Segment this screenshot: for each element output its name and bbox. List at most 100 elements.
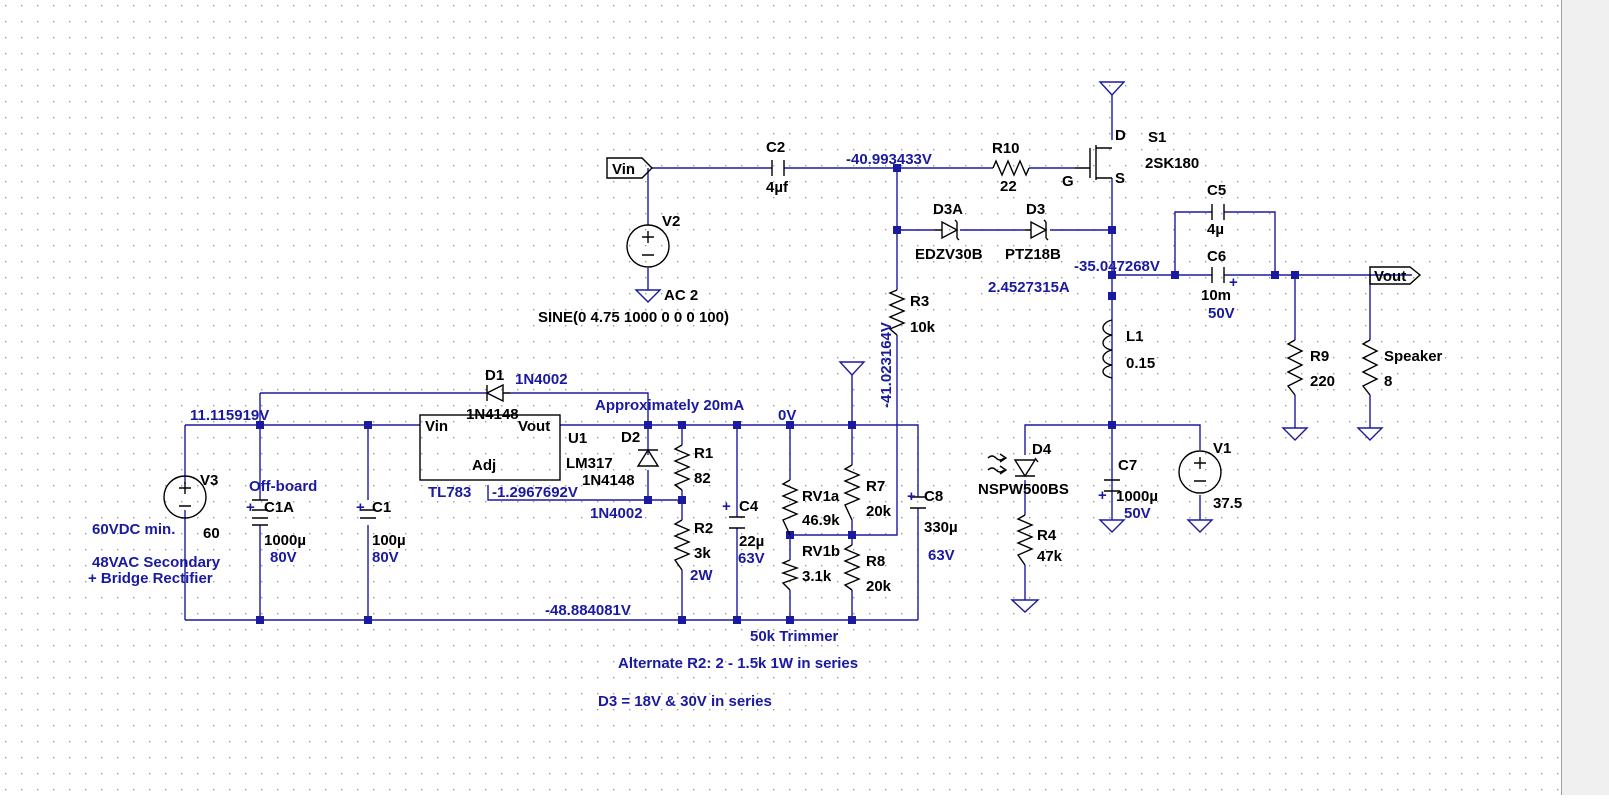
svg-text:37.5: 37.5 (1213, 495, 1242, 512)
svg-text:RV1b: RV1b (802, 543, 840, 560)
resistor-r10[interactable]: R10 22 (992, 140, 1030, 195)
svg-text:S1: S1 (1148, 129, 1166, 146)
probe-labels: -40.993433V -35.047268V 2.4527315A -41.0… (190, 151, 1160, 619)
probe-supply-voltage: 11.115919V (190, 407, 269, 424)
svg-text:22µ: 22µ (739, 533, 764, 550)
svg-text:10m: 10m (1201, 287, 1231, 304)
svg-text:R7: R7 (866, 478, 885, 495)
capacitor-c1[interactable]: + C1 100µ 80V (356, 499, 406, 566)
svg-text:C6: C6 (1207, 248, 1226, 265)
svg-text:Adj: Adj (472, 457, 496, 474)
capacitor-c8[interactable]: + C8 330µ 63V (907, 488, 958, 564)
svg-text:G: G (1062, 173, 1074, 190)
svg-text:Off-board: Off-board (249, 478, 317, 495)
svg-text:50V: 50V (1124, 505, 1151, 522)
window-frame-edge (1561, 0, 1609, 795)
trimmer-rv1b[interactable]: RV1b 3.1k (780, 543, 840, 591)
svg-text:V1: V1 (1213, 440, 1231, 457)
note-trimmer: 50k Trimmer (750, 628, 839, 645)
svg-text:4µf: 4µf (766, 179, 789, 196)
svg-text:R10: R10 (992, 140, 1020, 157)
speaker-load[interactable]: Speaker 8 (1361, 339, 1443, 396)
diode-d1[interactable]: D1 1N4002 1N4148 (466, 367, 568, 423)
svg-text:C4: C4 (739, 498, 759, 515)
svg-text:D3A: D3A (933, 201, 963, 218)
resistor-r3[interactable]: R3 10k (888, 289, 936, 336)
regulator-u1[interactable]: Vin Vout Adj U1 LM317 TL783 (419, 414, 613, 501)
svg-text:46.9k: 46.9k (802, 512, 840, 529)
resistor-r2[interactable]: R2 3k 2W (673, 519, 713, 584)
vout-port[interactable]: Vout (1369, 266, 1422, 285)
probe-gate-voltage: -40.993433V (846, 151, 932, 168)
trimmer-rv1a[interactable]: RV1a 46.9k (781, 479, 840, 536)
capacitor-c6[interactable]: C6 + 10m 50V (1201, 248, 1238, 322)
svg-text:Vin: Vin (612, 161, 635, 178)
svg-text:60VDC min.: 60VDC min. (92, 521, 175, 538)
svg-text:Speaker: Speaker (1384, 348, 1443, 365)
svg-text:Vin: Vin (425, 418, 448, 435)
capacitor-c1a[interactable]: + C1A 1000µ 80V Off-board (246, 478, 317, 566)
source-v1[interactable]: V1 37.5 (1178, 440, 1242, 512)
resistor-r1[interactable]: R1 82 (673, 444, 713, 491)
svg-text:RV1a: RV1a (802, 488, 840, 505)
svg-text:LM317: LM317 (566, 455, 613, 472)
svg-text:1N4148: 1N4148 (582, 472, 635, 489)
svg-text:R9: R9 (1310, 348, 1329, 365)
svg-text:R4: R4 (1037, 527, 1057, 544)
svg-text:L1: L1 (1126, 328, 1144, 345)
svg-text:4µ: 4µ (1207, 221, 1224, 238)
svg-text:100µ: 100µ (372, 532, 406, 549)
source-v2[interactable]: V2 AC 2 SINE(0 4.75 1000 0 0 0 100) (538, 213, 729, 326)
svg-text:V3: V3 (200, 472, 218, 489)
vin-port[interactable]: Vin (606, 157, 653, 179)
svg-text:R3: R3 (910, 293, 929, 310)
probe-adj-voltage: -1.2967692V (492, 484, 578, 501)
svg-text:47k: 47k (1037, 548, 1063, 565)
svg-text:TL783: TL783 (428, 484, 471, 501)
capacitor-c4[interactable]: + C4 22µ 63V (722, 498, 765, 567)
svg-text:3.1k: 3.1k (802, 568, 832, 585)
inductor-l1[interactable]: L1 0.15 (1102, 319, 1155, 379)
diode-d2[interactable]: D2 1N4148 1N4002 (582, 429, 660, 522)
resistor-r7[interactable]: R7 20k (843, 464, 892, 521)
svg-text:C5: C5 (1207, 182, 1226, 199)
probe-negative-rail: -48.884081V (545, 602, 631, 619)
wires (184, 81, 1412, 621)
svg-text:SINE(0 4.75 1000 0 0 0 100): SINE(0 4.75 1000 0 0 0 100) (538, 309, 729, 326)
source-v3[interactable]: V3 60 60VDC min. 48VAC Secondary + Bridg… (88, 472, 221, 587)
zener-d3[interactable]: D3 PTZ18B (1005, 201, 1061, 263)
svg-text:2W: 2W (690, 567, 713, 584)
probe-source-current: 2.4527315A (988, 279, 1070, 296)
resistor-r4[interactable]: R4 47k (1016, 514, 1063, 566)
svg-text:D2: D2 (621, 429, 640, 446)
svg-text:330µ: 330µ (924, 519, 958, 536)
svg-text:63V: 63V (738, 550, 765, 567)
svg-text:1000µ: 1000µ (1116, 488, 1158, 505)
resistor-r8[interactable]: R8 20k (843, 544, 892, 595)
svg-text:D1: D1 (485, 367, 504, 384)
zener-d3a[interactable]: D3A EDZV30B (915, 201, 983, 263)
capacitor-c5[interactable]: C5 4µ (1207, 182, 1226, 238)
svg-text:D3: D3 (1026, 201, 1045, 218)
svg-text:63V: 63V (928, 547, 955, 564)
svg-text:C1A: C1A (264, 499, 294, 516)
svg-text:R2: R2 (694, 520, 713, 537)
capacitor-c2[interactable]: C2 4µf (766, 139, 789, 196)
svg-text:+: + (907, 488, 916, 505)
svg-text:AC 2: AC 2 (664, 287, 698, 304)
capacitor-c7[interactable]: + C7 1000µ 50V (1098, 457, 1158, 522)
resistor-r9[interactable]: R9 220 (1286, 339, 1335, 396)
svg-text:+: + (356, 499, 365, 516)
svg-text:1000µ: 1000µ (264, 532, 306, 549)
svg-text:U1: U1 (568, 430, 587, 447)
mosfet-s1[interactable]: D S1 2SK180 G S (1062, 127, 1199, 190)
svg-text:Vout: Vout (518, 418, 550, 435)
svg-text:+ Bridge Rectifier: + Bridge Rectifier (88, 570, 213, 587)
svg-text:80V: 80V (372, 549, 399, 566)
svg-text:80V: 80V (270, 549, 297, 566)
led-d4[interactable]: D4 NSPW500BS (978, 441, 1069, 498)
svg-text:8: 8 (1384, 373, 1392, 390)
svg-text:+: + (722, 498, 731, 515)
